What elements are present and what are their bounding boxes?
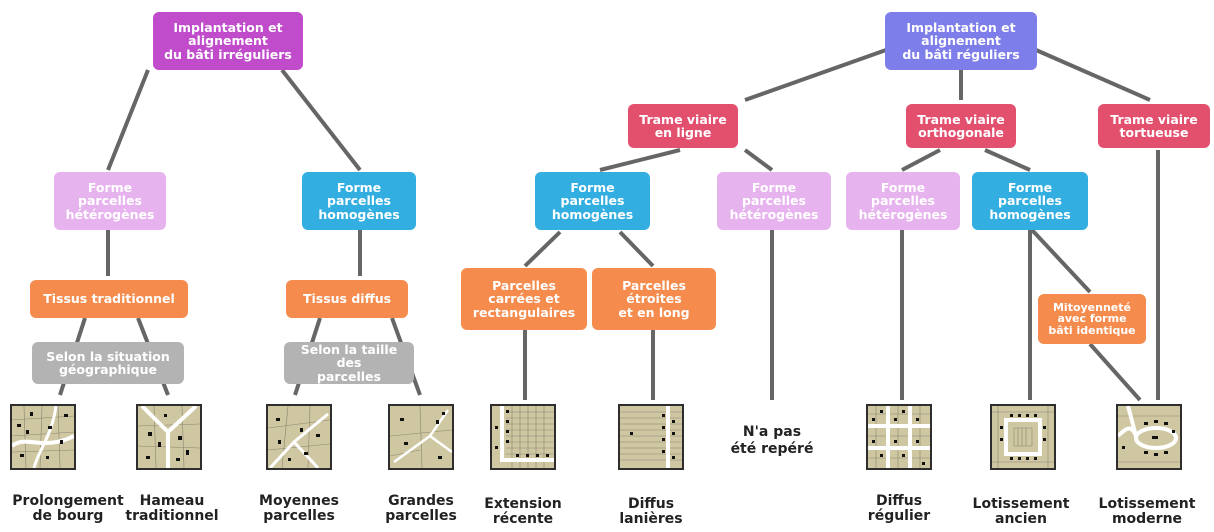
- map-diffus-regulier: [866, 404, 932, 470]
- caption-lotissement-ancien: Lotissement ancien: [972, 496, 1070, 527]
- map-lotissement-ancien: [990, 404, 1056, 470]
- node-regular-root: Implantation et alignement du bâti régul…: [885, 12, 1037, 70]
- node-selon-situation: Selon la situation géographique: [32, 342, 184, 384]
- map-prolongement-de-bourg: [10, 404, 76, 470]
- node-forme-heterogenes-ligne: Forme parcelles hétérogènes: [717, 172, 831, 230]
- node-tissus-diffus: Tissus diffus: [286, 280, 408, 318]
- caption-grandes-parcelles: Grandes parcelles: [385, 493, 457, 524]
- node-parcelles-etroites: Parcelles étroites et en long: [592, 268, 716, 330]
- node-parcelles-carrees: Parcelles carrées et rectangulaires: [461, 268, 587, 330]
- caption-moyennes-parcelles: Moyennes parcelles: [259, 493, 339, 524]
- caption-hameau-traditionnel: Hameau traditionnel: [125, 493, 219, 524]
- node-selon-taille: Selon la taille des parcelles: [284, 342, 414, 384]
- not-found-note: N'a pas été repéré: [730, 424, 814, 457]
- map-hameau-traditionnel: [136, 404, 202, 470]
- node-forme-heterogenes-left: Forme parcelles hétérogènes: [54, 172, 166, 230]
- node-irregular-root: Implantation et alignement du bâti irrég…: [153, 12, 303, 70]
- caption-prolongement-de-bourg: Prolongement de bourg: [12, 493, 124, 524]
- node-trame-orthogonale: Trame viaire orthogonale: [906, 104, 1016, 148]
- map-lotissement-moderne: [1116, 404, 1182, 470]
- caption-lotissement-moderne: Lotissement moderne: [1098, 496, 1196, 527]
- node-forme-homogenes-ortho: Forme parcelles homogènes: [972, 172, 1088, 230]
- map-extension-recente: [490, 404, 556, 470]
- node-mitoyennete: Mitoyenneté avec forme bâti identique: [1038, 294, 1146, 344]
- caption-extension-recente: Extension récente: [484, 496, 562, 527]
- map-moyennes-parcelles: [266, 404, 332, 470]
- node-forme-homogenes-left: Forme parcelles homogènes: [302, 172, 416, 230]
- node-trame-tortueuse: Trame viaire tortueuse: [1098, 104, 1210, 148]
- map-diffus-lanieres: [618, 404, 684, 470]
- caption-diffus-lanieres: Diffus lanières: [619, 496, 683, 527]
- node-trame-en-ligne: Trame viaire en ligne: [628, 104, 738, 148]
- node-forme-homogenes-ligne: Forme parcelles homogènes: [535, 172, 650, 230]
- caption-diffus-regulier: Diffus régulier: [867, 493, 931, 524]
- node-tissus-traditionnel: Tissus traditionnel: [30, 280, 188, 318]
- node-forme-heterogenes-ortho: Forme parcelles hétérogènes: [846, 172, 960, 230]
- map-grandes-parcelles: [388, 404, 454, 470]
